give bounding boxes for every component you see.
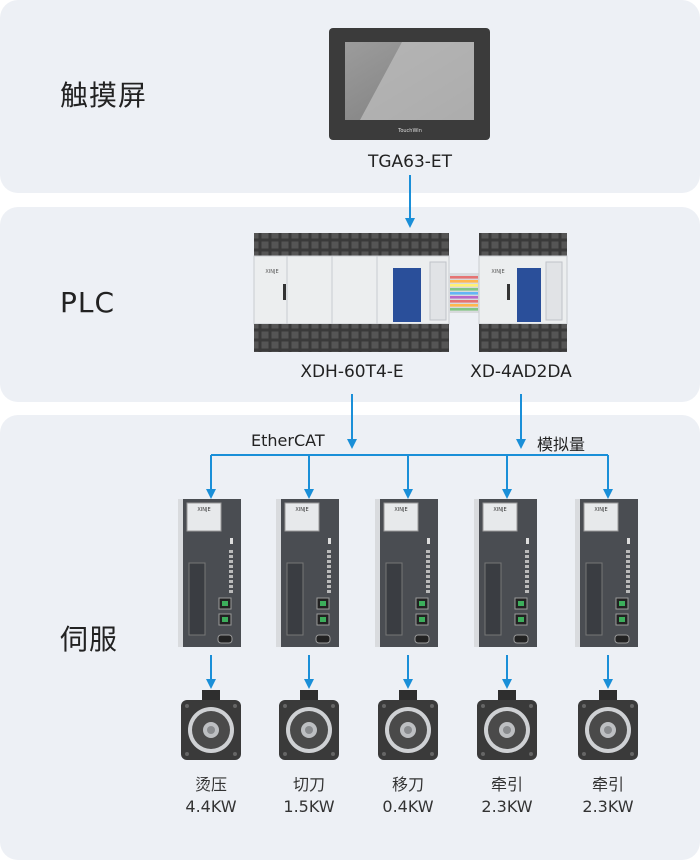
servo-brand-logo: XINJE xyxy=(197,507,210,513)
axis-power: 4.4KW xyxy=(185,797,237,816)
axis-name: 烫压 xyxy=(194,775,227,794)
expansion-io-panel xyxy=(517,268,541,322)
servo-drive: XINJE xyxy=(178,499,241,647)
axis-power: 1.5KW xyxy=(283,797,335,816)
axis-name: 切刀 xyxy=(292,775,325,794)
ribbon-cable xyxy=(449,273,479,313)
axis-power: 2.3KW xyxy=(481,797,533,816)
hmi-brand-logo: TouchWin xyxy=(397,128,422,134)
servo-motor xyxy=(279,690,339,760)
section-label-plc: PLC xyxy=(60,286,116,319)
servo-motor xyxy=(477,690,537,760)
motor-caption: 牵引 2.3KW xyxy=(467,774,547,818)
servo-drive: XINJE xyxy=(575,499,638,647)
plc-io-panel xyxy=(393,268,421,322)
connection-lines xyxy=(206,175,613,689)
motor-caption: 移刀 0.4KW xyxy=(368,774,448,818)
section-label-hmi: 触摸屏 xyxy=(60,79,148,112)
servo-motor xyxy=(181,690,241,760)
plc-main-unit: XINJE xyxy=(253,233,450,352)
hmi-model-label: TGA63-ET xyxy=(367,152,453,172)
plc-model-label: XDH-60T4-E xyxy=(300,362,404,382)
analog-label: 模拟量 xyxy=(537,435,586,454)
plc-expansion-module: XINJE xyxy=(478,233,568,352)
motor-caption: 切刀 1.5KW xyxy=(269,774,349,818)
servo-motor xyxy=(578,690,638,760)
axis-power: 0.4KW xyxy=(382,797,434,816)
servo-drives: XINJE XINJE XINJE XINJE XINJE xyxy=(178,499,638,647)
expansion-brand-logo: XINJE xyxy=(491,269,504,275)
axis-name: 牵引 xyxy=(490,775,523,794)
axis-name: 移刀 xyxy=(391,775,424,794)
ethercat-label: EtherCAT xyxy=(251,431,325,450)
servo-brand-logo: XINJE xyxy=(594,507,607,513)
plc-brand-logo: XINJE xyxy=(265,269,278,275)
motor-caption: 牵引 2.3KW xyxy=(568,774,648,818)
servo-motor xyxy=(378,690,438,760)
section-label-servo: 伺服 xyxy=(60,623,119,656)
hmi-touchscreen: TouchWin xyxy=(329,28,490,140)
axis-name: 牵引 xyxy=(591,775,624,794)
motor-caption: 烫压 4.4KW xyxy=(171,774,251,818)
servo-drive: XINJE xyxy=(474,499,537,647)
servo-drive: XINJE xyxy=(276,499,339,647)
servo-brand-logo: XINJE xyxy=(493,507,506,513)
servo-brand-logo: XINJE xyxy=(394,507,407,513)
expansion-model-label: XD-4AD2DA xyxy=(470,362,572,382)
servo-brand-logo: XINJE xyxy=(295,507,308,513)
servo-motors xyxy=(181,690,638,760)
servo-drive: XINJE xyxy=(375,499,438,647)
axis-power: 2.3KW xyxy=(582,797,634,816)
